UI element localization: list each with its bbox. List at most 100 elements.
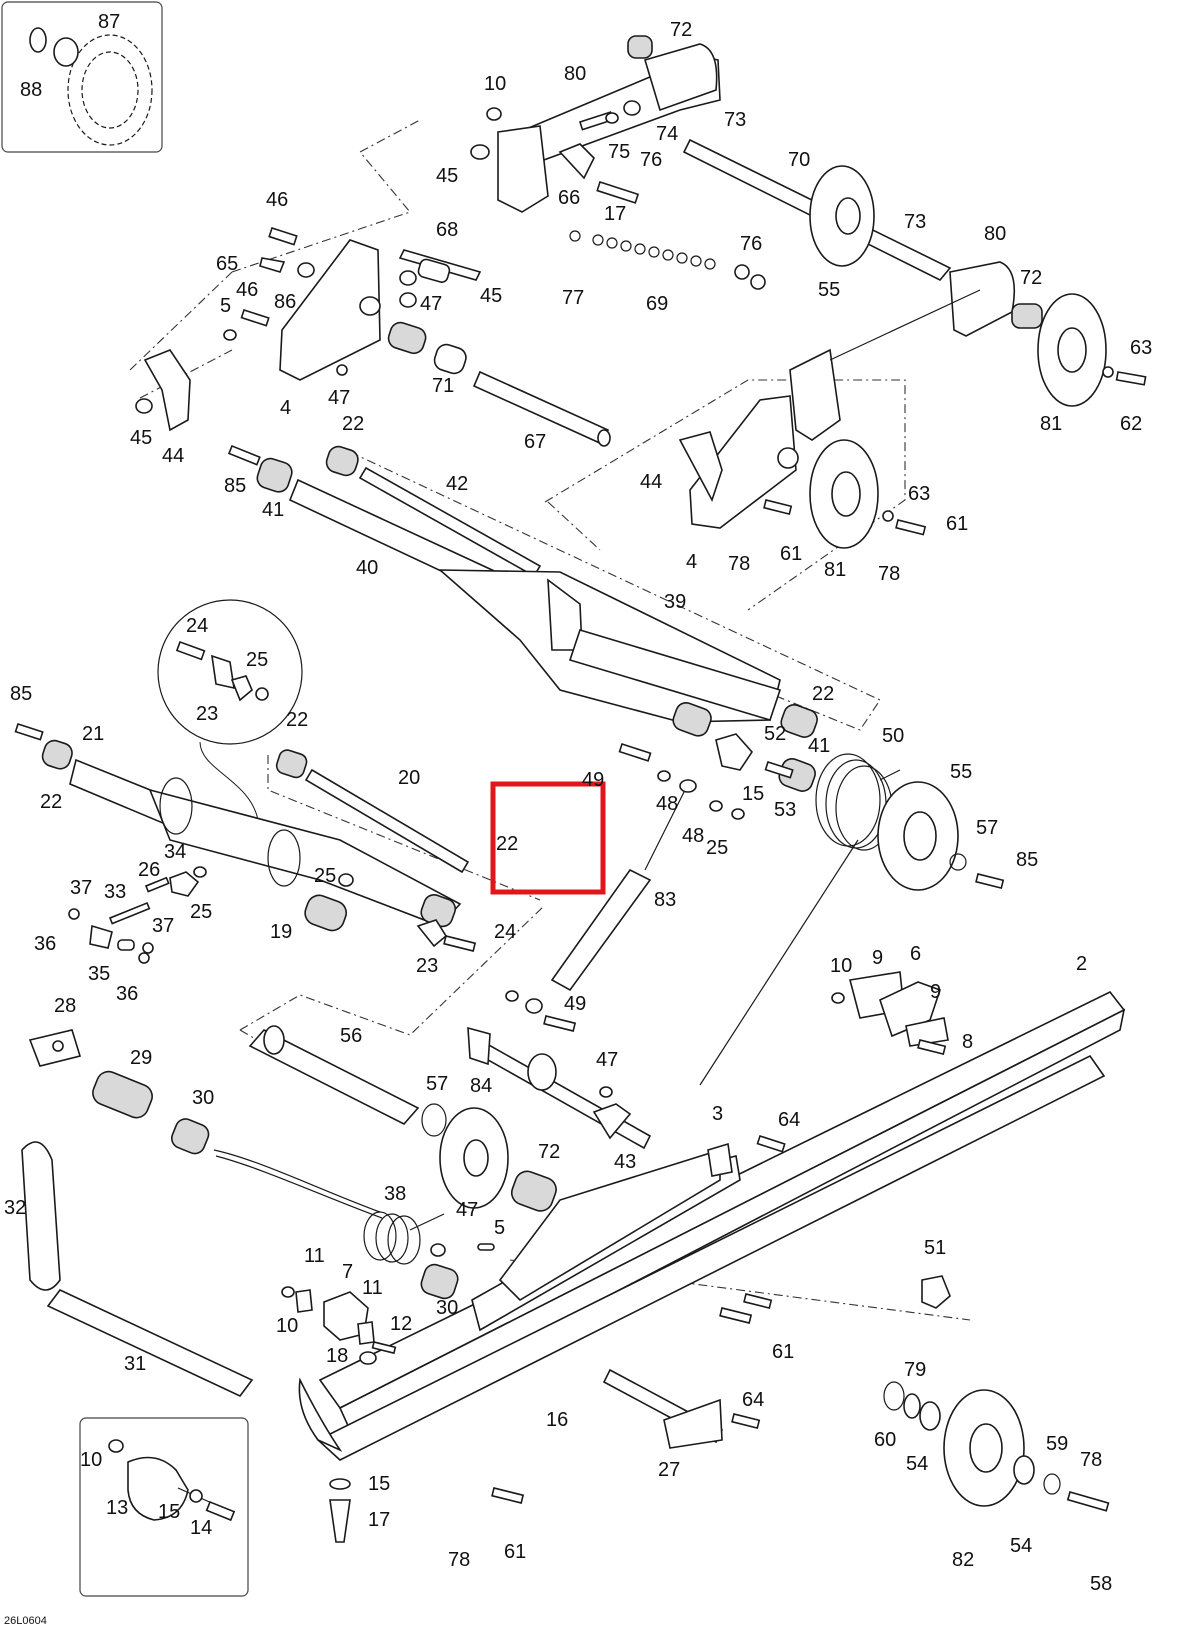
callout-label: 61: [504, 1541, 526, 1563]
callout-label: 11: [362, 1277, 383, 1299]
callout-label: 47: [420, 293, 442, 315]
callout-label: 67: [524, 431, 546, 453]
callout-label: 80: [564, 63, 586, 85]
callout-label: 42: [446, 473, 468, 495]
callout-label: 60: [874, 1429, 896, 1451]
callout-label: 7: [342, 1261, 353, 1283]
callout-label: 19: [270, 921, 292, 943]
right-mid-bracket: [678, 395, 927, 549]
callout-label: 53: [774, 799, 796, 821]
callout-label: 74: [656, 123, 678, 145]
callout-label: 63: [908, 483, 930, 505]
callout-label: 8: [962, 1031, 973, 1053]
callout-label: 31: [124, 1353, 146, 1375]
callout-label: 5: [494, 1217, 505, 1239]
callout-label: 57: [976, 817, 998, 839]
callout-label: 25: [314, 865, 336, 887]
callout-label: 14: [190, 1517, 212, 1539]
callout-label: 73: [904, 211, 926, 233]
rear-axle-assembly: [470, 35, 1147, 441]
callout-label: 45: [130, 427, 152, 449]
lower-left-parts: [21, 1025, 557, 1398]
callout-label: 25: [190, 901, 212, 923]
callout-label: 10: [484, 73, 506, 95]
callout-label: 77: [562, 287, 584, 309]
callout-label: 22: [812, 683, 834, 705]
callout-label: 23: [196, 703, 218, 725]
callout-label: 22: [342, 413, 364, 435]
callout-label: 45: [436, 165, 458, 187]
callout-label: 55: [950, 761, 972, 783]
small-parts-33: [68, 866, 207, 964]
callout-label: 36: [34, 933, 56, 955]
callout-label: 64: [778, 1109, 800, 1131]
callout-label: 78: [1080, 1449, 1102, 1471]
callout-label: 23: [416, 955, 438, 977]
callout-label: 10: [80, 1449, 102, 1471]
inset-top-left: [1, 1, 163, 153]
callout-label: 69: [646, 293, 668, 315]
callout-label: 45: [480, 285, 502, 307]
diagram-code: 26L0604: [4, 1615, 47, 1627]
callout-label: 12: [390, 1313, 412, 1335]
callout-label: 6: [910, 943, 921, 965]
left-upper-bracket: [135, 226, 482, 432]
callout-label: 20: [398, 767, 420, 789]
callout-label: 49: [582, 769, 604, 791]
callout-label: 73: [724, 109, 746, 131]
callout-label: 78: [448, 1549, 470, 1571]
callout-label: 72: [538, 1141, 560, 1163]
callout-label: 47: [596, 1049, 618, 1071]
callout-label: 30: [436, 1297, 458, 1319]
callout-label: 66: [558, 187, 580, 209]
callout-label: 24: [186, 615, 208, 637]
callout-label: 46: [236, 279, 258, 301]
callout-label: 79: [904, 1359, 926, 1381]
callout-label: 83: [654, 889, 676, 911]
callout-label: 26: [138, 859, 160, 881]
callout-label: 38: [384, 1183, 406, 1205]
washer-stack: [569, 230, 766, 290]
callout-label: 64: [742, 1389, 764, 1411]
callout-label: 59: [1046, 1433, 1068, 1455]
callout-label: 36: [116, 983, 138, 1005]
callout-label: 78: [878, 563, 900, 585]
callout-label: 44: [162, 445, 184, 467]
callout-label: 82: [952, 1549, 974, 1571]
callout-label: 28: [54, 995, 76, 1017]
callout-label: 85: [224, 475, 246, 497]
shafts-67-71: [387, 321, 611, 447]
callout-label: 57: [426, 1073, 448, 1095]
callout-label: 70: [788, 149, 810, 171]
callout-label: 47: [456, 1199, 478, 1221]
callout-label: 48: [656, 793, 678, 815]
callout-label: 27: [658, 1459, 680, 1481]
callout-label: 10: [830, 955, 852, 977]
callout-label: 68: [436, 219, 458, 241]
callout-label: 24: [494, 921, 516, 943]
front-arm-assembly: [227, 444, 818, 792]
callout-label: 63: [1130, 337, 1152, 359]
callout-label: 4: [686, 551, 697, 573]
callout-label: 47: [328, 387, 350, 409]
callout-label: 87: [98, 11, 120, 33]
callout-label: 37: [70, 877, 92, 899]
callout-label: 76: [640, 149, 662, 171]
callout-label: 49: [564, 993, 586, 1015]
callout-label: 2: [1076, 953, 1087, 975]
callout-label: 34: [164, 841, 186, 863]
callout-label: 44: [640, 471, 662, 493]
callout-label: 61: [780, 543, 802, 565]
callout-label: 15: [158, 1501, 180, 1523]
callout-label: 15: [368, 1473, 390, 1495]
callout-label: 72: [670, 19, 692, 41]
callout-label: 81: [1040, 413, 1062, 435]
callout-label: 9: [872, 947, 883, 969]
callout-label: 61: [772, 1341, 794, 1363]
highlight-box: [490, 781, 606, 895]
callout-label: 81: [824, 559, 846, 581]
callout-label: 51: [924, 1237, 946, 1259]
callout-label: 3: [712, 1103, 723, 1125]
callout-label: 65: [216, 253, 238, 275]
